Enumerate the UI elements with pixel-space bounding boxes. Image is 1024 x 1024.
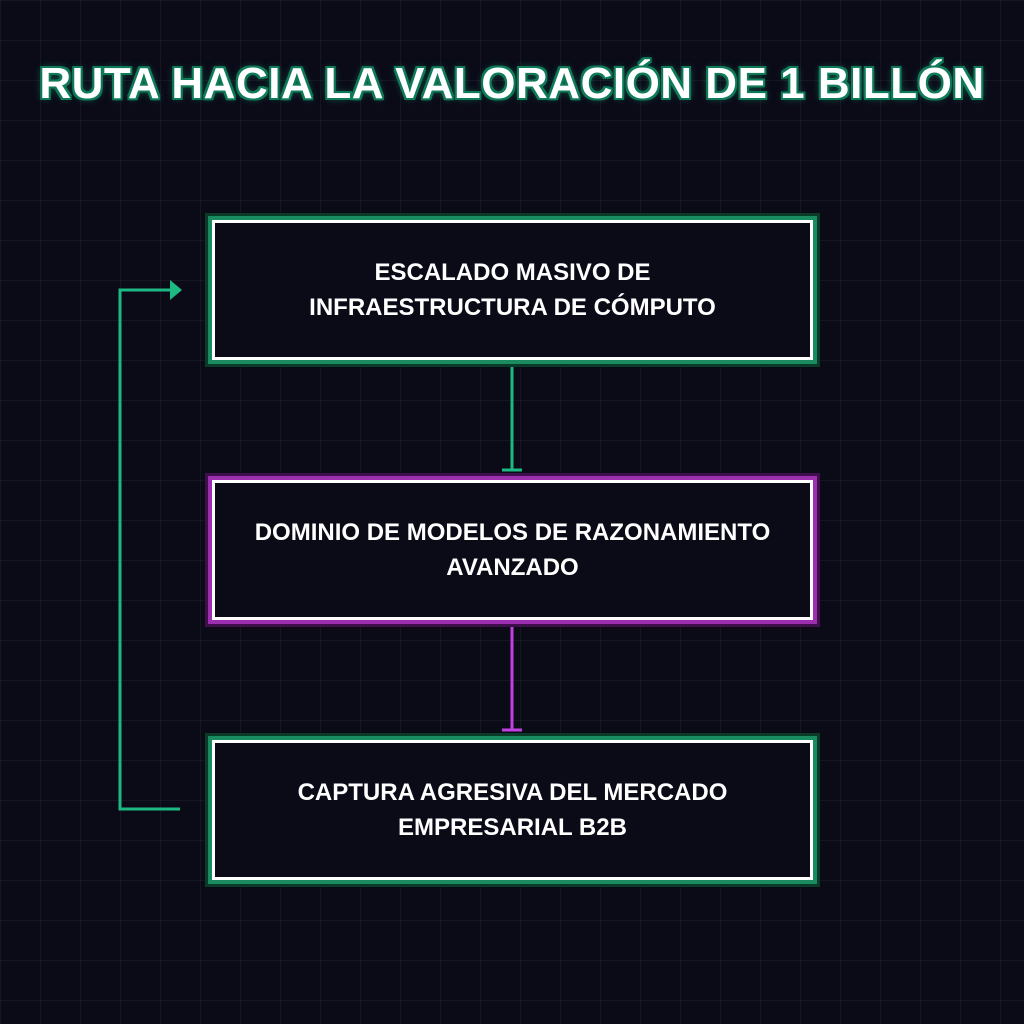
- node-enterprise-market-label: CAPTURA AGRESIVA DEL MERCADO EMPRESARIAL…: [297, 779, 728, 841]
- node-compute-infrastructure: ESCALADO MASIVO DE INFRAESTRUCTURA DE CÓ…: [212, 220, 813, 360]
- node-reasoning-models: DOMINIO DE MODELOS DE RAZONAMIENTO AVANZ…: [212, 480, 813, 620]
- feedback-loop-arrowhead: [170, 280, 182, 300]
- node-compute-infrastructure-label: ESCALADO MASIVO DE INFRAESTRUCTURA DE CÓ…: [309, 259, 716, 321]
- feedback-loop-edge: [118, 288, 180, 811]
- diagram-title: RUTA HACIA LA VALORACIÓN DE 1 BILLÓN: [39, 59, 985, 108]
- node-reasoning-models-label: DOMINIO DE MODELOS DE RAZONAMIENTO AVANZ…: [254, 519, 771, 581]
- node-enterprise-market: CAPTURA AGRESIVA DEL MERCADO EMPRESARIAL…: [212, 740, 813, 880]
